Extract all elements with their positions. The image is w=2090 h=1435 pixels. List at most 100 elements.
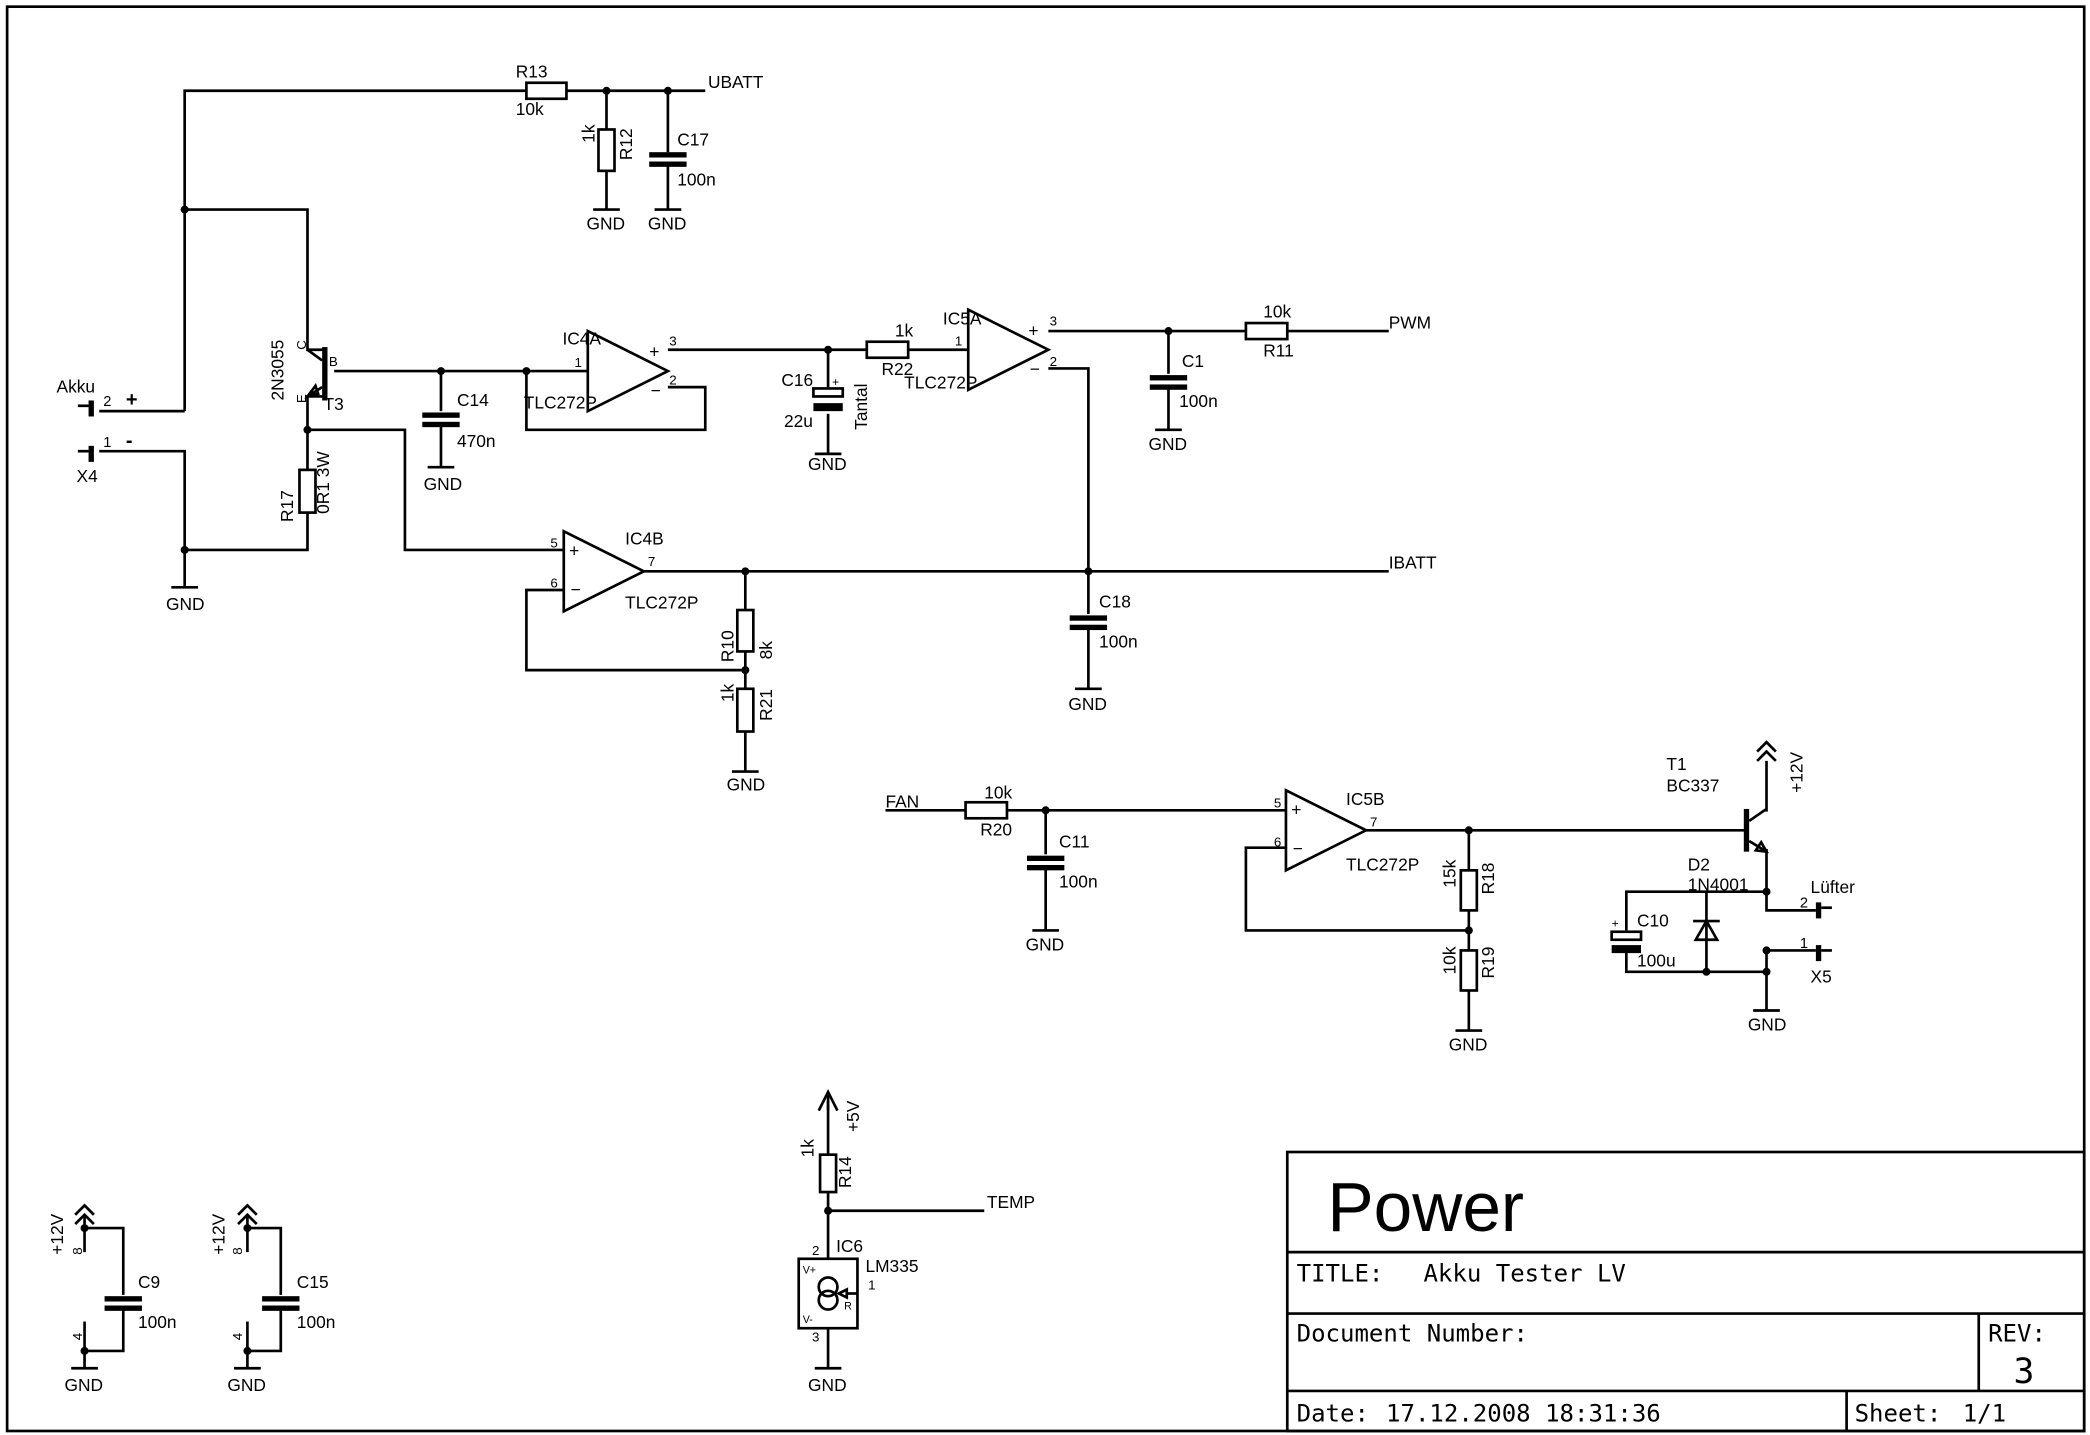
c9-pin8: 8 [70, 1247, 85, 1254]
r14-name: R14 [835, 1156, 855, 1188]
ic4b-pin5: 5 [550, 535, 557, 550]
c17-name: C17 [677, 130, 709, 150]
r11-name: R11 [1263, 340, 1294, 360]
x5-name: X5 [1811, 966, 1832, 986]
t3-b: B [329, 354, 338, 369]
c1-value: 100n [1179, 391, 1218, 411]
net-plus12v-c15: +12V [209, 1213, 229, 1254]
ic5a-plus-sign: + [1028, 320, 1038, 340]
x4-pin1: 1 [103, 435, 111, 451]
c18-name: C18 [1099, 591, 1131, 611]
net-ibatt: IBATT [1389, 553, 1437, 573]
r21-name: R21 [756, 689, 776, 721]
title-label: TITLE: [1297, 1259, 1384, 1287]
r10-value: 8k [756, 641, 776, 660]
net-temp: TEMP [987, 1192, 1035, 1212]
connector-symbols [77, 400, 1832, 962]
capacitor-symbols [104, 152, 1643, 1311]
ground-symbols [71, 208, 1780, 1370]
gnd-label-c1: GND [1148, 434, 1187, 454]
ic6-pin2: 2 [812, 1243, 819, 1258]
sheet-value: 1/1 [1963, 1400, 2006, 1428]
r17-name: R17 [277, 490, 297, 522]
ic5a-minus-sign: − [1030, 359, 1040, 379]
ic5b-value: TLC272P [1346, 854, 1419, 874]
x4-minus: - [126, 430, 133, 452]
c10-name: C10 [1637, 910, 1669, 930]
document-number-label: Document Number: [1297, 1320, 1528, 1348]
ic6-vminus: V- [803, 1314, 814, 1326]
r20-name: R20 [980, 820, 1012, 840]
r22-value: 1k [895, 320, 914, 340]
ic4b-pin7: 7 [648, 554, 655, 569]
r19-value: 10k [1439, 946, 1459, 974]
title-block: Power TITLE: Akku Tester LV Document Num… [1285, 1150, 2086, 1433]
t3-c: C [294, 340, 309, 350]
c15-pin4: 4 [230, 1332, 245, 1340]
r18-name: R18 [1478, 863, 1498, 895]
ic5a-name: IC5A [943, 308, 982, 328]
ic5b-plus-sign: + [1291, 800, 1301, 820]
diode-symbol [1693, 918, 1720, 942]
title-value: Akku Tester LV [1423, 1259, 1625, 1287]
r17-value: 0R1 3W [313, 451, 333, 514]
c16-extra: Tantal [851, 384, 871, 430]
r12-value: 1k [578, 124, 598, 143]
lm335-symbol [797, 1257, 859, 1330]
ic5a-value: TLC272P [904, 372, 977, 392]
r18-value: 15k [1439, 859, 1459, 887]
ic4a-pin1: 1 [574, 355, 581, 370]
c18-value: 100n [1099, 631, 1138, 651]
c16-plus: + [832, 375, 839, 389]
ic5b-name: IC5B [1346, 789, 1385, 809]
x5-pin2: 2 [1800, 896, 1808, 912]
rev-label: REV: [1988, 1320, 2046, 1348]
r22-name: R22 [881, 359, 913, 379]
ic6-pin1: 1 [868, 1277, 875, 1292]
c15-name: C15 [297, 1272, 329, 1292]
net-plus12v-c9: +12V [47, 1213, 67, 1254]
ic4b-minus-sign: − [570, 579, 580, 599]
c9-value: 100n [138, 1312, 177, 1332]
gnd-label-c11: GND [1026, 934, 1065, 954]
net-fan: FAN [885, 792, 919, 812]
transistor-symbols [304, 347, 1769, 854]
r20-value: 10k [984, 782, 1012, 802]
ic5a-pin3: 3 [1050, 314, 1057, 329]
r19-name: R19 [1478, 947, 1498, 979]
rev-value: 3 [2013, 1352, 2034, 1392]
ic4a-name: IC4A [562, 328, 601, 348]
ic5b-pin5: 5 [1274, 796, 1281, 811]
c9-pin4: 4 [70, 1332, 85, 1340]
x4-plus: + [126, 389, 138, 411]
ic6-pin3: 3 [812, 1330, 819, 1345]
c15-pin8: 8 [230, 1247, 245, 1254]
ic4a-pin3: 3 [669, 334, 676, 349]
gnd-label-c17: GND [648, 214, 687, 234]
ic6-name: IC6 [836, 1236, 863, 1256]
t3-name: T3 [323, 394, 343, 414]
opamp-symbols [562, 307, 1370, 873]
date-label: Date: [1297, 1400, 1369, 1428]
x4-pin2: 2 [103, 394, 111, 410]
x5-pin1: 1 [1800, 936, 1808, 952]
ic5a-pin1: 1 [955, 334, 962, 349]
t1-name: T1 [1666, 754, 1686, 774]
date-value: 17.12.2008 18:31:36 [1386, 1400, 1661, 1428]
gnd-label-c18: GND [1068, 694, 1107, 714]
x4-label: Akku [57, 376, 96, 396]
net-plus12v-t1: +12V [1787, 752, 1807, 793]
ic4a-minus-sign: − [651, 380, 661, 400]
ic4a-plus-sign: + [649, 342, 659, 362]
ic5b-pin6: 6 [1274, 834, 1281, 849]
sheet-frame [5, 5, 2086, 1433]
net-ubatt: UBATT [708, 72, 764, 92]
c11-value: 100n [1059, 872, 1098, 892]
d2-name: D2 [1688, 854, 1710, 874]
ic4a-value: TLC272P [524, 392, 597, 412]
r21-value: 1k [717, 684, 737, 703]
c14-name: C14 [457, 390, 489, 410]
r12-name: R12 [616, 128, 636, 160]
sheet-label: Sheet: [1855, 1400, 1942, 1428]
c16-value: 22u [784, 411, 813, 431]
